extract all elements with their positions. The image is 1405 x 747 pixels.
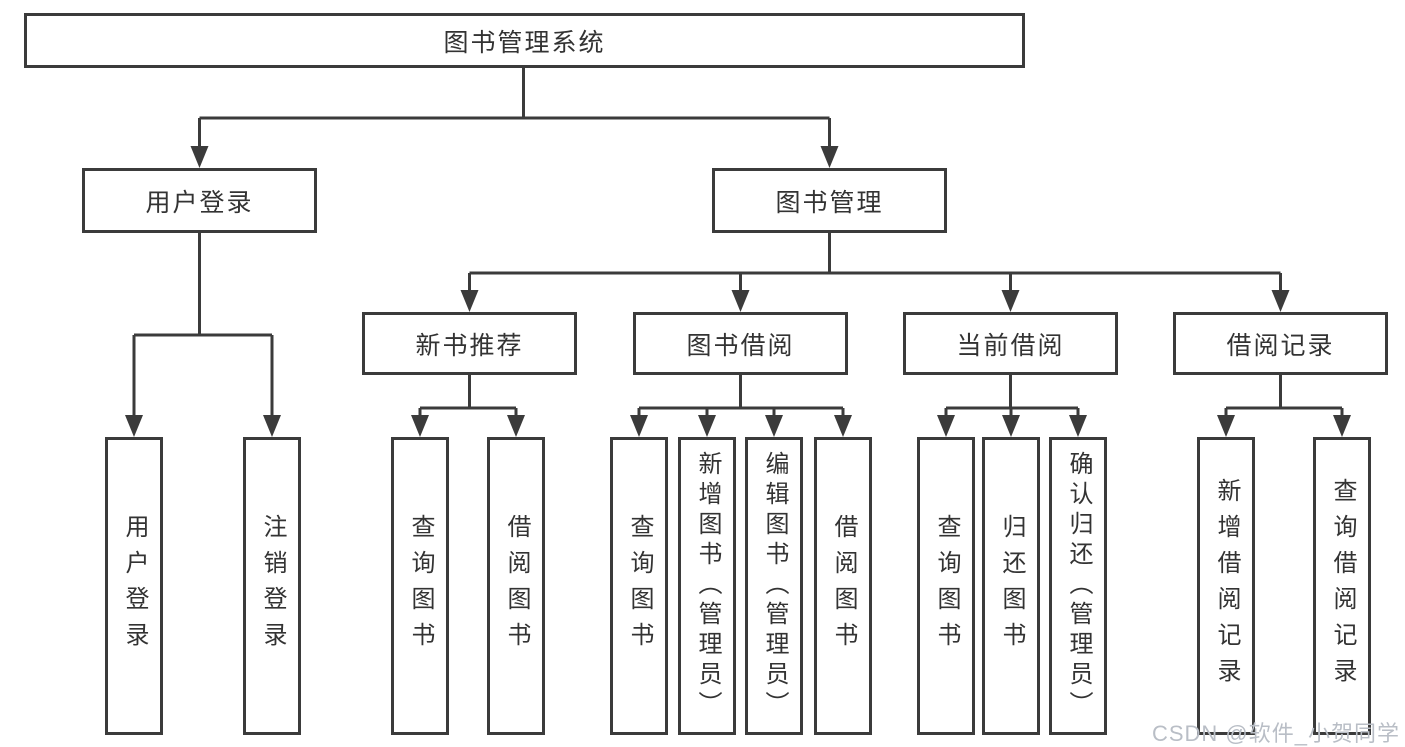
node-label: 借阅图书 [830, 514, 857, 658]
leaf-add-borrow-record: 新增借阅记录 [1197, 437, 1255, 735]
node-label: 图书管理 [775, 188, 884, 217]
leaf-query-books-recommend: 查询图书 [391, 437, 449, 735]
node-label: 当前借阅 [956, 331, 1065, 360]
leaf-return-book: 归还图书 [982, 437, 1040, 735]
leaf-logout: 注销登录 [243, 437, 301, 735]
node-label: 查询图书 [407, 514, 434, 658]
node-label: 图书借阅 [686, 331, 795, 360]
node-book-management: 图书管理 [712, 168, 947, 233]
node-label: 图书管理系统 [443, 28, 606, 57]
csdn-watermark: CSDN @软件_小贺同学 [1151, 721, 1400, 746]
node-label: 用户登录 [121, 514, 148, 658]
node-new-book-recommend: 新书推荐 [362, 312, 577, 375]
node-label: 查询借阅记录 [1329, 478, 1356, 694]
leaf-confirm-return-admin: 确认归还（管理员） [1049, 437, 1107, 735]
leaf-edit-book-admin: 编辑图书（管理员） [745, 437, 803, 735]
leaf-query-borrow-record: 查询借阅记录 [1313, 437, 1371, 735]
node-label: 查询图书 [933, 514, 960, 658]
node-user-login: 用户登录 [82, 168, 317, 233]
node-borrowing-records: 借阅记录 [1173, 312, 1388, 375]
node-label: 用户登录 [145, 188, 254, 217]
leaf-query-books-borrowing: 查询图书 [610, 437, 668, 735]
node-book-borrowing: 图书借阅 [633, 312, 848, 375]
node-label: 借阅记录 [1226, 331, 1335, 360]
arrowheads [125, 146, 1351, 437]
leaf-user-login: 用户登录 [105, 437, 163, 735]
node-label: 新增借阅记录 [1213, 478, 1240, 694]
node-label: 查询图书 [626, 514, 653, 658]
leaf-query-books-current: 查询图书 [917, 437, 975, 735]
node-current-borrowing: 当前借阅 [903, 312, 1118, 375]
node-label: 新书推荐 [415, 331, 524, 360]
leaf-borrow-books-borrowing: 借阅图书 [814, 437, 872, 735]
node-label: 注销登录 [259, 514, 286, 658]
node-label: 新增图书（管理员） [694, 451, 721, 721]
node-library-management-system: 图书管理系统 [24, 13, 1025, 68]
node-label: 确认归还（管理员） [1065, 451, 1092, 721]
leaf-add-book-admin: 新增图书（管理员） [678, 437, 736, 735]
node-label: 借阅图书 [503, 514, 530, 658]
node-label: 编辑图书（管理员） [761, 451, 788, 721]
leaf-borrow-books-recommend: 借阅图书 [487, 437, 545, 735]
node-label: 归还图书 [998, 514, 1025, 658]
